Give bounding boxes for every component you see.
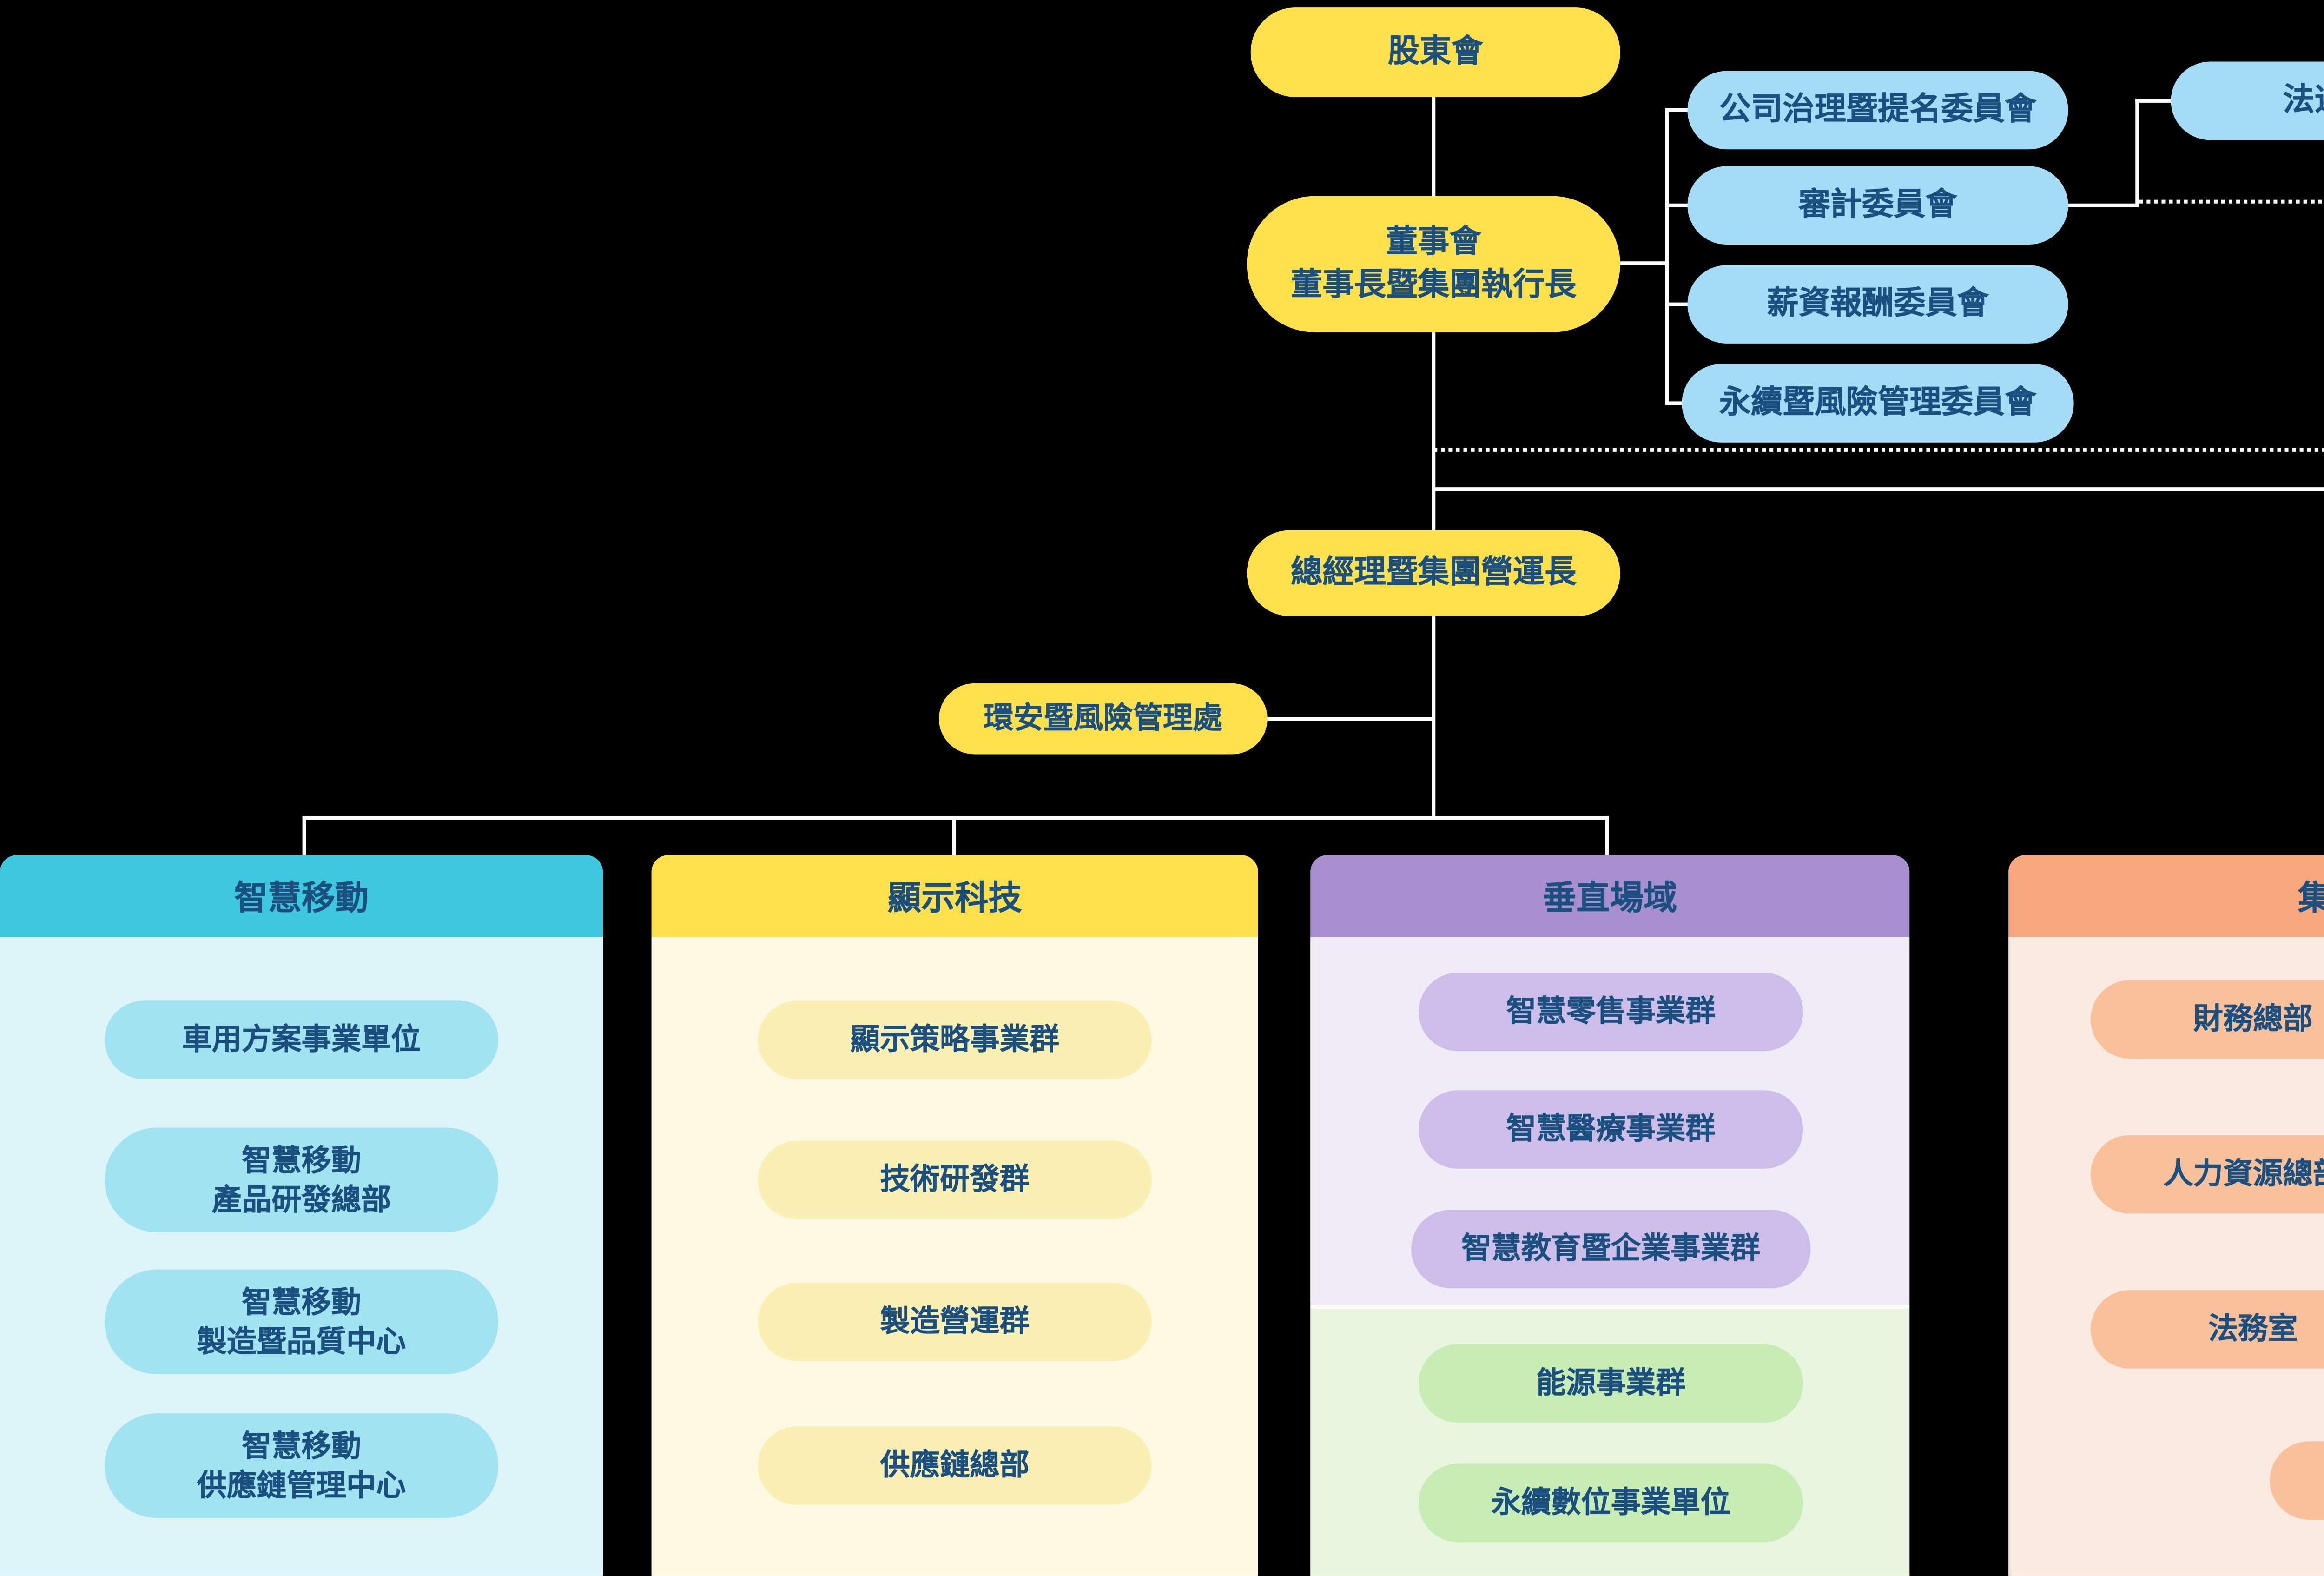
- column-header-smart-mobility: 智慧移動: [0, 855, 603, 938]
- node-shareholders: 股東會: [1250, 7, 1620, 97]
- connector-audit-h: [2068, 203, 2139, 207]
- column-vertical-domains: 垂直場域 智慧零售事業群 智慧醫療事業群 智慧教育暨企業事業群 能源事業群 永續…: [1310, 855, 1910, 1576]
- column-header-vertical-domains: 垂直場域: [1310, 855, 1910, 938]
- connector-board-committees: [1620, 261, 1669, 265]
- connector-stub-committee-3: [1665, 401, 1690, 405]
- connector-shareholders-board: [1432, 97, 1436, 198]
- unit-sustainable-digital: 永續數位事業單位: [1419, 1463, 1803, 1543]
- unit-tech-rd: 技術研發群: [758, 1140, 1152, 1219]
- unit-hr: 人力資源總部: [2090, 1135, 2324, 1214]
- connector-committee-bracket: [1665, 108, 1669, 405]
- connector-division-bus: [302, 815, 1609, 820]
- unit-mobility-product-rd: 智慧移動 產品研發總部: [104, 1127, 499, 1232]
- committee-compensation: 薪資報酬委員會: [1687, 265, 2068, 344]
- connector-drop-vertical-domains: [1605, 815, 1609, 855]
- connector-drop-smart-mobility: [302, 815, 306, 855]
- connector-audit-compliance-v: [2135, 99, 2139, 207]
- committee-corporate-governance-nomination: 公司治理暨提名委員會: [1687, 71, 2068, 150]
- unit-smart-medical: 智慧醫療事業群: [1419, 1090, 1803, 1169]
- dotted-audit-right-edge: [2139, 199, 2324, 204]
- unit-automotive-solutions: 車用方案事業單位: [104, 1000, 499, 1079]
- connector-president-bus: [1432, 616, 1436, 818]
- column-display-technology: 顯示科技 顯示策略事業群 技術研發群 製造營運群 供應鏈總部: [651, 855, 1258, 1576]
- committee-audit: 審計委員會: [1687, 166, 2068, 245]
- connector-drop-display-tech: [952, 815, 956, 855]
- node-president-coo: 總經理暨集團營運長: [1247, 530, 1620, 616]
- dotted-compliance-return: [1433, 448, 2324, 452]
- unit-manufacturing-ops: 製造營運群: [758, 1282, 1152, 1361]
- unit-mobility-supply-chain: 智慧移動 供應鏈管理中心: [104, 1413, 499, 1518]
- column-smart-mobility: 智慧移動 車用方案事業單位 智慧移動 產品研發總部 智慧移動 製造暨品質中心 智…: [0, 855, 603, 1576]
- unit-mobility-mfg-quality: 智慧移動 製造暨品質中心: [104, 1269, 499, 1374]
- connector-compliance-h: [2135, 99, 2173, 103]
- node-board-chairman-ceo: 董事會 董事長暨集團執行長: [1247, 196, 1620, 332]
- node-ehs-risk-office: 環安暨風險管理處: [939, 683, 1268, 755]
- unit-energy: 能源事業群: [1419, 1344, 1803, 1423]
- unit-legal: 法務室: [2090, 1290, 2324, 1369]
- unit-display-strategy: 顯示策略事業群: [758, 1000, 1152, 1079]
- connector-stub-committee-1: [1665, 203, 1690, 207]
- connector-stub-committee-2: [1665, 302, 1690, 306]
- unit-smart-education-enterprise: 智慧教育暨企業事業群: [1411, 1210, 1811, 1288]
- column-header-display-technology: 顯示科技: [651, 855, 1258, 938]
- connector-group-support-h: [1432, 487, 2324, 491]
- committee-sustainability-risk: 永續暨風險管理委員會: [1682, 364, 2074, 443]
- connector-stub-committee-0: [1665, 108, 1690, 112]
- column-group-support: 集團營運支援單位 財務總部 數位技術發展總部 人力資源總部 永續發展總部 法務室…: [2008, 855, 2324, 1576]
- vertical-domains-separator: [1310, 1305, 1910, 1309]
- unit-smart-retail: 智慧零售事業群: [1419, 973, 1803, 1051]
- column-header-group-support: 集團營運支援單位: [2008, 855, 2324, 938]
- unit-finance: 財務總部: [2090, 980, 2324, 1059]
- connector-ehs-branch: [1265, 717, 1432, 721]
- connector-board-president: [1432, 332, 1436, 530]
- node-chief-compliance-counsel: 法遵總顧問: [2171, 61, 2324, 140]
- unit-supply-chain-hq: 供應鏈總部: [758, 1426, 1152, 1505]
